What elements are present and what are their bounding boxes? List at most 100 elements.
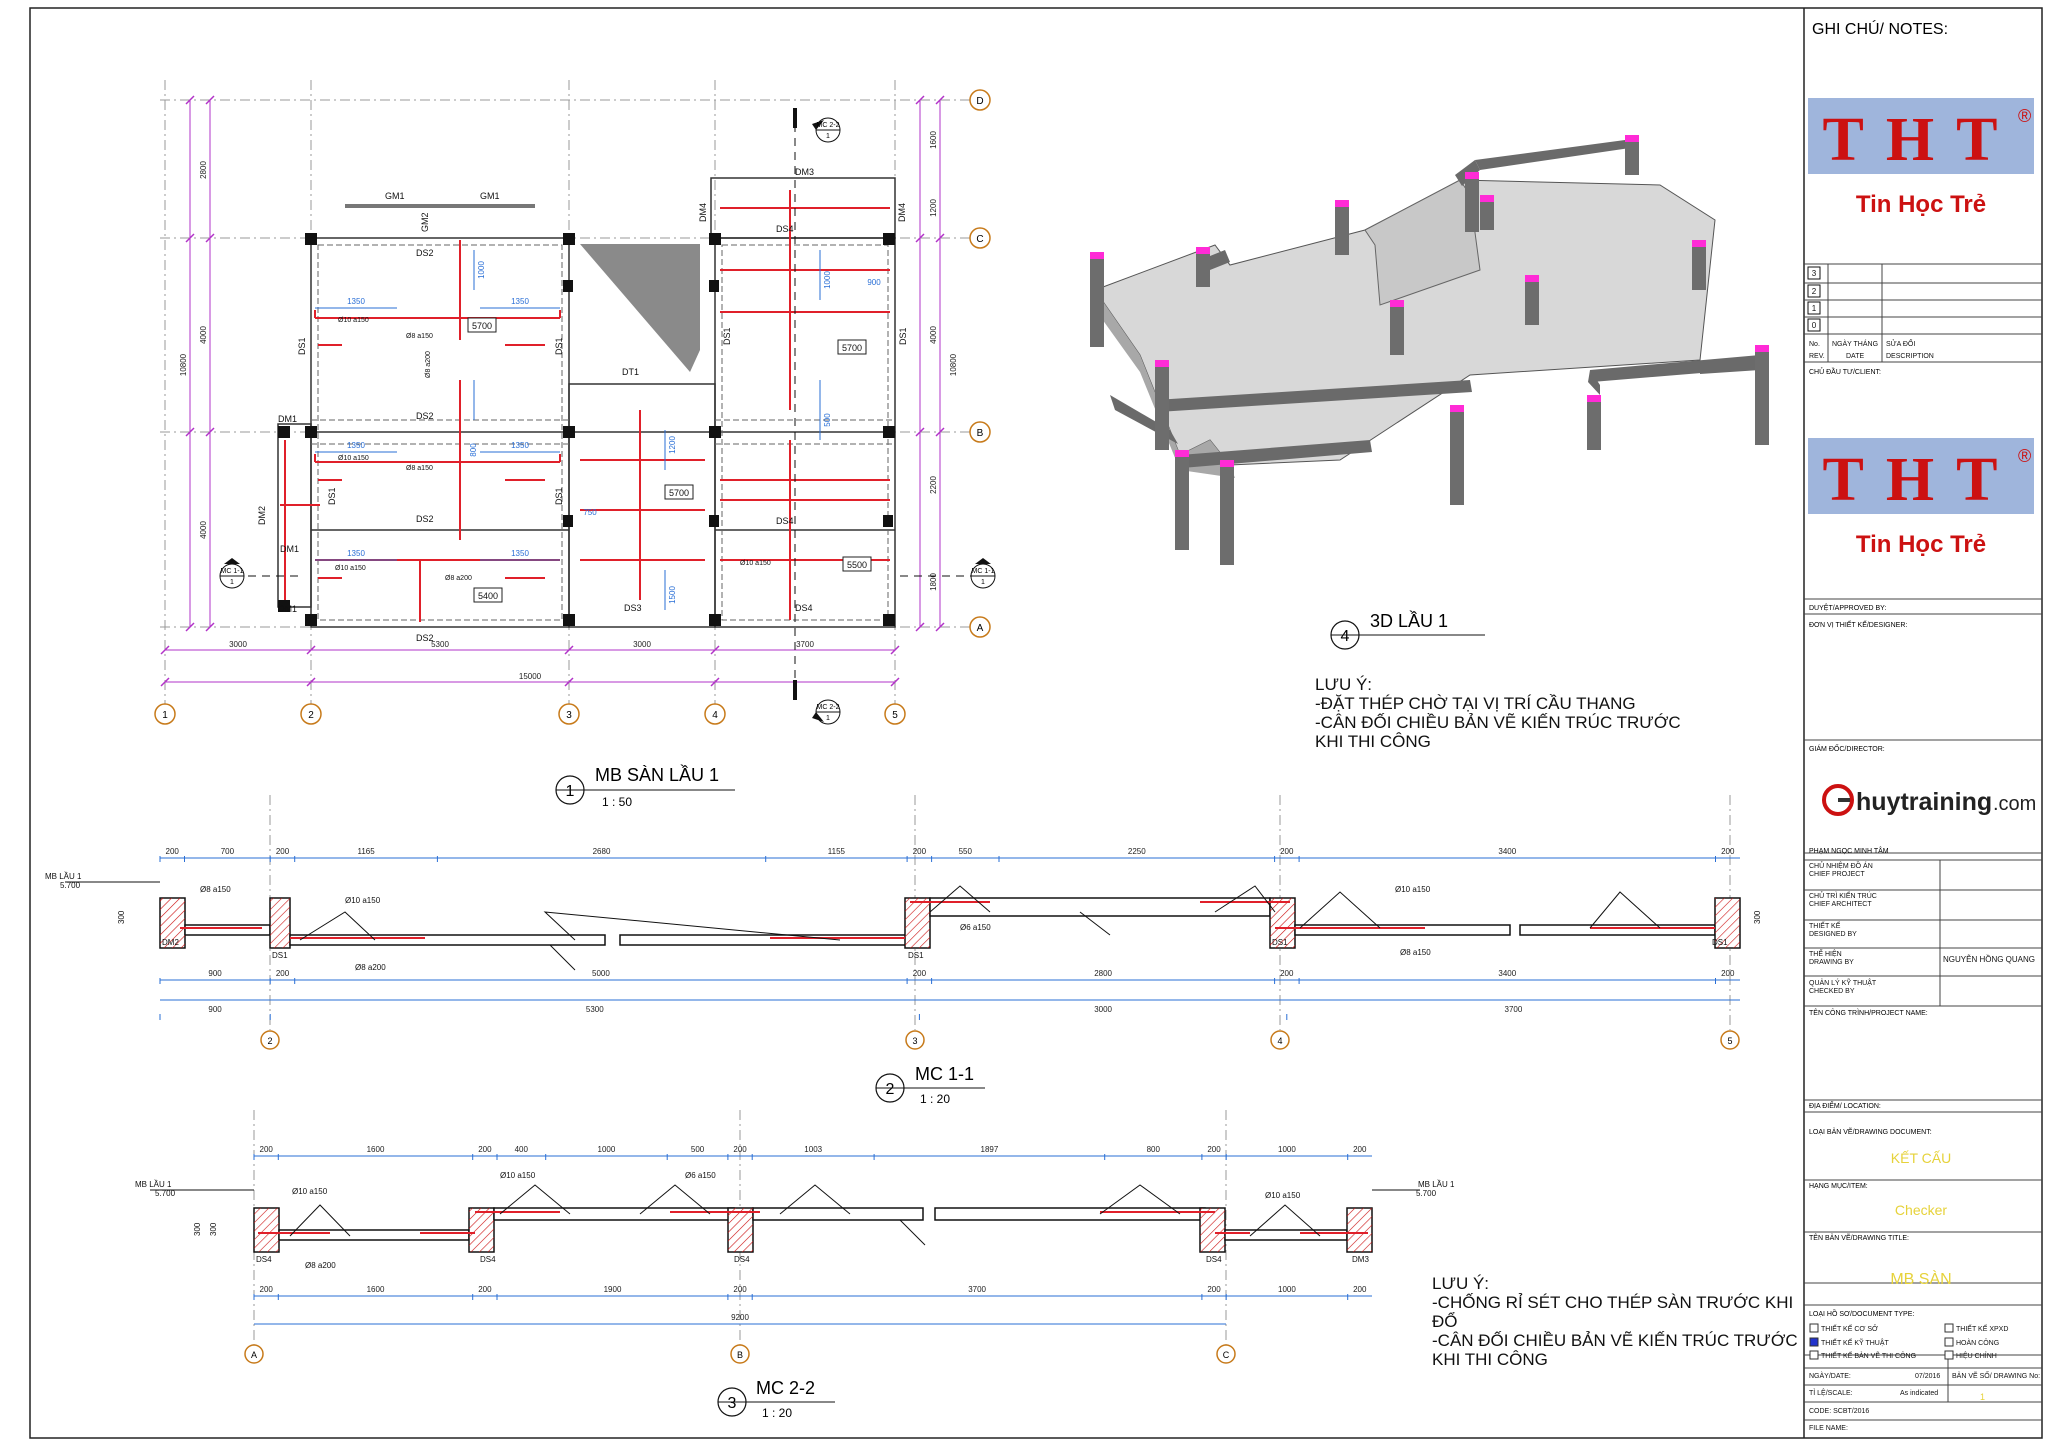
slab-label: DS3 — [624, 603, 642, 613]
role-vn: CHỦ NHIỆM ĐỒ ÁN — [1809, 860, 1873, 870]
slab-label: DS2 — [416, 411, 434, 421]
rev-number: 1 — [1812, 304, 1817, 313]
dimension-tick — [915, 622, 925, 632]
check-box[interactable] — [1809, 1350, 1819, 1360]
floor-plan: 3000 5300 3000 3700 15000 2800 4000 4000… — [154, 80, 996, 809]
svg-text:C: C — [976, 234, 983, 245]
slab-label: DS2 — [416, 514, 434, 524]
rebar-note: Ø8 a150 — [406, 465, 433, 472]
beam-label: GM1 — [480, 191, 500, 201]
dimension-tick — [710, 645, 720, 655]
note-2-line: LƯU Ý: — [1432, 1274, 1489, 1293]
sec2-grid-lines — [253, 1110, 1227, 1345]
dimension-tick — [915, 95, 925, 105]
tht-logo-bottom: THT ® Tin Học Trẻ — [1808, 438, 2034, 558]
sec2-rebar: Ø10 a150 — [500, 1171, 536, 1180]
sec2-title-number: 3 — [728, 1395, 737, 1412]
beam-label: DM4 — [897, 203, 907, 222]
check-box[interactable] — [1944, 1350, 1954, 1360]
sec2-beam-label: DM3 — [1352, 1255, 1369, 1264]
note-2: LƯU Ý: -CHỐNG RỈ SÉT CHO THÉP SÀN TRƯỚC … — [1432, 1274, 1798, 1369]
rebar-note: Ø8 a200 — [425, 351, 432, 378]
blue-dim: 1000 — [823, 271, 832, 289]
check-label: THIẾT KẾ CƠ SỞ — [1821, 1323, 1878, 1333]
drawing-title-value: MB SÀN — [1890, 1269, 1951, 1288]
sec2-level-value: 5.700 — [1416, 1189, 1437, 1198]
beam-label: DM4 — [698, 203, 708, 222]
svg-text:B: B — [977, 428, 984, 439]
role-en: CHIEF ARCHITECT — [1809, 901, 1872, 908]
dimension-tick — [306, 677, 316, 687]
check-box[interactable] — [1809, 1323, 1819, 1333]
slab-label: DS4 — [795, 603, 813, 613]
dimension-text: 1600 — [367, 1285, 385, 1294]
svg-text:4: 4 — [1277, 1036, 1282, 1046]
plan-dim-total: 15000 — [519, 672, 542, 681]
grid-bubble-D: D — [969, 89, 991, 111]
slab-label: DS1 — [722, 327, 732, 345]
check-box-checked[interactable] — [1809, 1337, 1819, 1347]
note-1-line: KHI THI CÔNG — [1315, 732, 1431, 751]
director-name: PHẠM NGỌC MINH TÂM — [1809, 846, 1889, 855]
svg-text:A: A — [977, 623, 984, 634]
check-label: THIẾT KẾ XPXD — [1956, 1323, 2008, 1333]
sec2-rebar — [258, 1211, 1368, 1234]
plan-dim-right-2: 1200 — [929, 199, 938, 217]
dimension-text: 200 — [1207, 1145, 1221, 1154]
role-vn: CHỦ TRÌ KIẾN TRÚC — [1809, 890, 1877, 900]
sec2-rebar: Ø10 a150 — [1265, 1191, 1301, 1200]
svg-text:B: B — [737, 1350, 743, 1360]
3d-title-number: 4 — [1341, 628, 1350, 645]
section-mark-top: MC 2-21 — [812, 117, 841, 143]
boxed-value: 5400 — [478, 591, 498, 601]
role-en: DRAWING BY — [1809, 959, 1854, 966]
tht-logo-top: THT ® Tin Học Trẻ — [1808, 98, 2034, 218]
logo-name: Tin Học Trẻ — [1856, 191, 1986, 218]
plan-dim-left-1: 2800 — [199, 161, 208, 179]
dimension-tick — [935, 95, 945, 105]
dimension-tick — [205, 622, 215, 632]
sec1-rebar: Ø10 a150 — [345, 896, 381, 905]
location-label: ĐỊA ĐIỂM/ LOCATION: — [1809, 1101, 1881, 1110]
dimension-text: 200 — [1207, 1285, 1221, 1294]
sec1-bubble: 2 — [260, 1030, 280, 1050]
svg-text:MC 1-1: MC 1-1 — [221, 568, 244, 575]
rebar-note: Ø10 a150 — [740, 560, 771, 567]
svg-text:A: A — [251, 1350, 257, 1360]
dimension-text: 200 — [913, 847, 927, 856]
date-label: NGÀY/DATE: — [1809, 1371, 1851, 1380]
dimension-tick — [935, 622, 945, 632]
sec1-grid-bubbles: 2 3 4 5 — [260, 1030, 1740, 1050]
doc-type-checks: THIẾT KẾ CƠ SỞ THIẾT KẾ XPXD THIẾT KẾ KỸ… — [1809, 1323, 2008, 1360]
dimension-text: 200 — [1721, 969, 1735, 978]
note-2-line: ĐỔ — [1432, 1312, 1458, 1331]
check-label: THIẾT KẾ KỸ THUẬT — [1821, 1337, 1890, 1347]
sec1-labels: DM2 DS1 DS1 DS1 DS1 300 300 MB LẦU 1 5.7… — [45, 871, 1762, 972]
section-mark-left: MC 1-11 — [219, 558, 245, 589]
client-label: CHỦ ĐẦU TƯ/CLIENT: — [1809, 366, 1881, 376]
slab-label: DS1 — [898, 327, 908, 345]
brand-suffix: .com — [1993, 793, 2036, 815]
revision-texts: 3 2 1 0 No. REV. NGÀY THÁNG DATE SỬA ĐỔI… — [1807, 266, 1934, 360]
check-box[interactable] — [1944, 1337, 1954, 1347]
boxed-value: 5700 — [842, 343, 862, 353]
rev-number: 3 — [1812, 269, 1817, 278]
sec1-bent-bars — [299, 885, 1661, 971]
note-1-line: -CÂN ĐỐI CHIỀU BẢN VẼ KIẾN TRÚC TRƯỚC — [1315, 712, 1681, 732]
slab-label: DS4 — [776, 224, 794, 234]
plan-section-marks: MC 2-21 MC 2-21 MC 1-11 MC 1-11 — [219, 108, 996, 725]
check-box[interactable] — [1944, 1323, 1954, 1333]
plan-blue-dims — [315, 250, 821, 610]
drawing-title-label: TÊN BẢN VẼ/DRAWING TITLE: — [1809, 1233, 1909, 1242]
dimension-text: 1000 — [1278, 1285, 1296, 1294]
role-vn: QUẢN LÝ KỸ THUẬT — [1809, 978, 1877, 987]
beam-label: GM1 — [385, 191, 405, 201]
svg-text:1: 1 — [826, 133, 830, 140]
rev-date-en-label: DATE — [1846, 353, 1864, 360]
plan-title-number: 1 — [566, 783, 575, 800]
dimension-text: 200 — [1280, 847, 1294, 856]
blue-dim: 1200 — [668, 436, 677, 454]
dimension-text: 200 — [733, 1285, 747, 1294]
